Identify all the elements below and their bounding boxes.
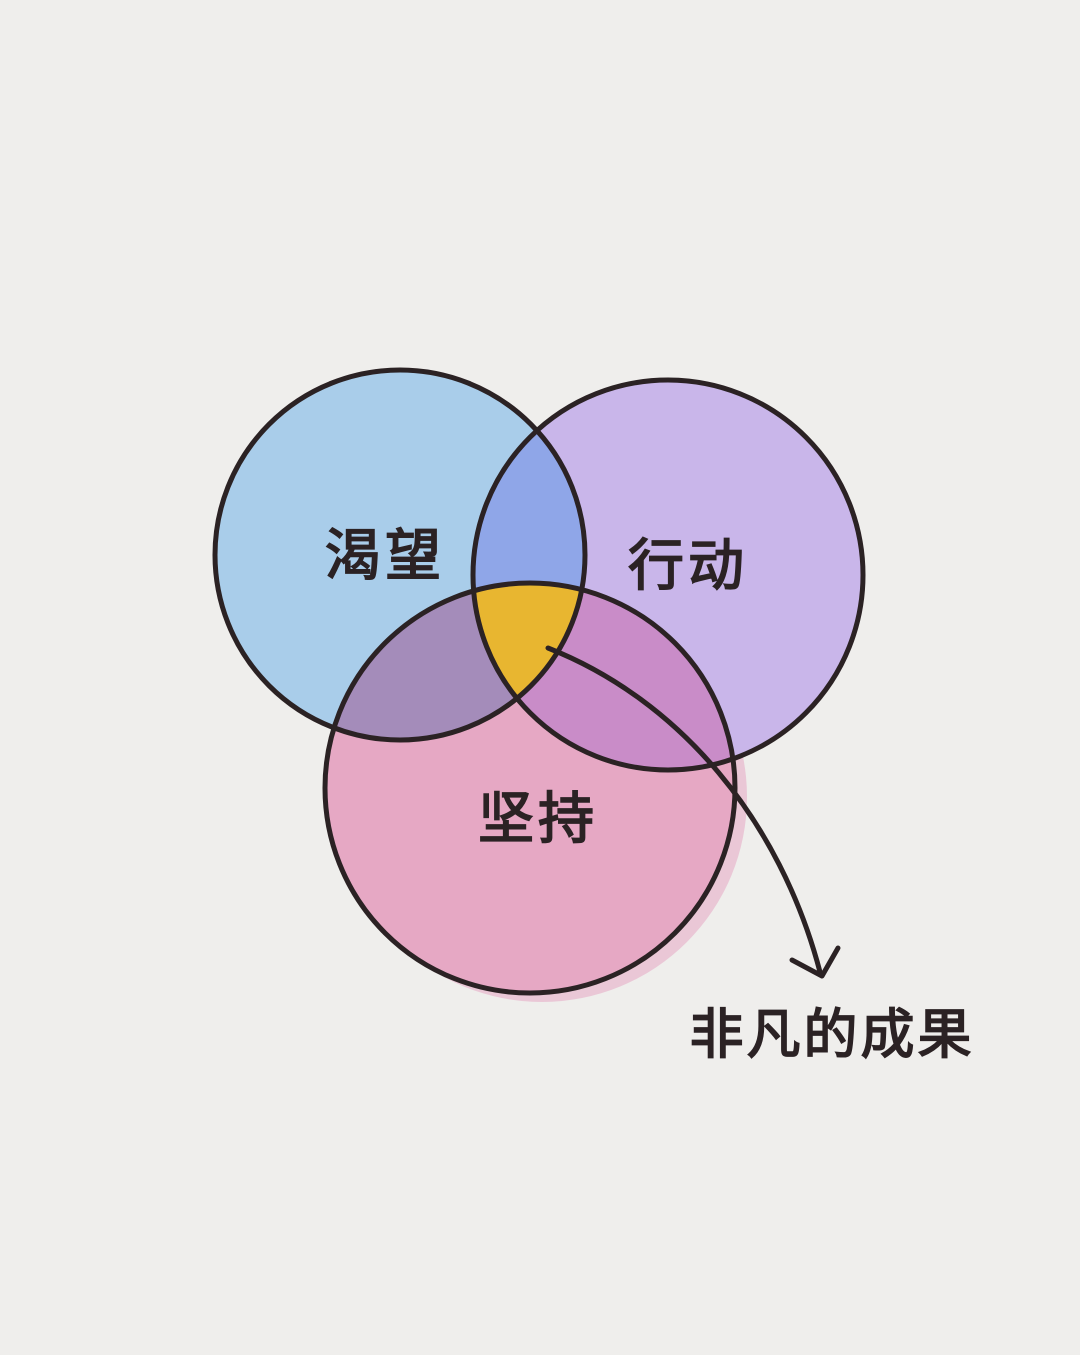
overlap-action-persistence [473,583,735,770]
overlap-desire-persistence [325,583,585,740]
desire-label: 渴望 [325,524,445,589]
persistence-circle-outline [322,580,738,996]
action-circle-outline [470,377,866,773]
result-arrowhead [789,945,841,979]
persistence-label: 坚持 [478,787,598,852]
action-label: 行动 [628,534,748,599]
desire-circle-outline [212,367,588,743]
result-arrow [545,645,823,975]
result-label: 非凡的成果 [690,1003,975,1066]
